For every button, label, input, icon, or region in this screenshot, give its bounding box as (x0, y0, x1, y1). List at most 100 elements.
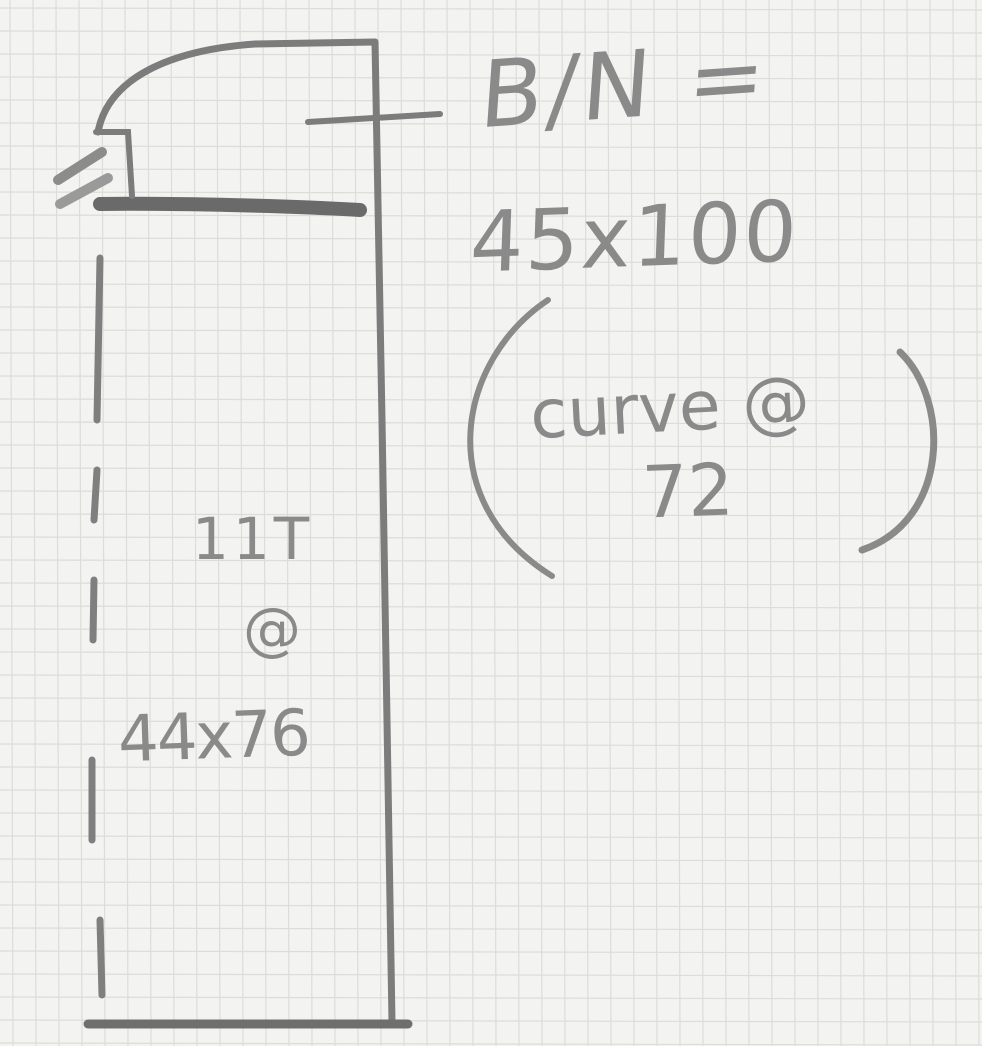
grid-line-vertical (860, 0, 865, 1046)
grid-line-vertical (745, 0, 750, 1046)
grid-line-vertical (929, 0, 934, 1046)
grid-line-horizontal (0, 881, 982, 885)
grid-line-horizontal (0, 835, 982, 839)
grid-line-horizontal (0, 812, 982, 816)
grid-line-vertical (331, 0, 336, 1046)
grid-line-horizontal (0, 789, 982, 793)
grid-line-horizontal (0, 53, 982, 57)
top-curve-edge (94, 38, 379, 136)
leader-line (305, 111, 443, 125)
grid-line-horizontal (0, 329, 982, 333)
grid-line-vertical (446, 0, 451, 1046)
grid-line-vertical (147, 0, 152, 1046)
annotation-dimensions: 45x100 (468, 182, 801, 292)
grid-line-horizontal (0, 605, 982, 609)
grid-line-horizontal (0, 1042, 982, 1046)
grid-line-horizontal (0, 674, 982, 678)
grid-line-vertical (170, 0, 175, 1046)
grid-line-horizontal (0, 950, 982, 954)
grid-line-vertical (469, 0, 474, 1046)
grid-line-vertical (538, 0, 543, 1046)
grid-line-vertical (768, 0, 773, 1046)
annotation-curve-value: 72 (640, 447, 736, 535)
grid-line-horizontal (0, 7, 982, 11)
grid-line-vertical (837, 0, 842, 1046)
grid-line-horizontal (0, 490, 982, 494)
grid-line-vertical (423, 0, 428, 1046)
grid-line-horizontal (0, 260, 982, 264)
grid-line-horizontal (0, 444, 982, 448)
grid-line-vertical (101, 0, 106, 1046)
grid-line-horizontal (0, 191, 982, 195)
grid-line-horizontal (0, 145, 982, 149)
grid-line-horizontal (0, 766, 982, 770)
grid-line-vertical (216, 0, 221, 1046)
grid-line-vertical (9, 0, 14, 1046)
grid-line-vertical (400, 0, 405, 1046)
close-paren (858, 348, 938, 554)
grid-line-horizontal (0, 904, 982, 908)
grid-line-vertical (607, 0, 612, 1046)
grid-line-vertical (285, 0, 290, 1046)
grid-line-vertical (124, 0, 129, 1046)
grid-line-vertical (676, 0, 681, 1046)
annotation-curve: curve @ (528, 361, 812, 456)
grid-line-horizontal (0, 306, 982, 310)
grid-line-vertical (561, 0, 566, 1046)
left-notch (93, 129, 135, 199)
grid-line-vertical (262, 0, 267, 1046)
panel-label-size: 11T (192, 505, 314, 573)
grid-line-vertical (653, 0, 658, 1046)
hatch-mark-2 (55, 173, 113, 209)
grid-line-vertical (883, 0, 888, 1046)
grid-line-vertical (952, 0, 957, 1046)
grid-line-horizontal (0, 536, 982, 540)
grid-line-horizontal (0, 720, 982, 724)
grid-line-vertical (32, 0, 37, 1046)
grid-line-horizontal (0, 628, 982, 632)
grid-line-vertical (814, 0, 819, 1046)
grid-line-vertical (630, 0, 635, 1046)
grid-line-horizontal (0, 582, 982, 586)
grid-line-horizontal (0, 559, 982, 563)
grid-line-horizontal (0, 283, 982, 287)
grid-line-horizontal (0, 651, 982, 655)
grid-line-vertical (584, 0, 589, 1046)
grid-line-horizontal (0, 122, 982, 126)
grid-line-horizontal (0, 237, 982, 241)
grid-line-horizontal (0, 214, 982, 218)
grid-line-vertical (55, 0, 60, 1046)
grid-line-horizontal (0, 927, 982, 931)
grid-line-horizontal (0, 996, 982, 1000)
grid-line-horizontal (0, 352, 982, 356)
grid-line-vertical (791, 0, 796, 1046)
divider-line (93, 196, 367, 217)
grid-line-horizontal (0, 76, 982, 80)
panel-label-dimensions: 44x76 (116, 696, 310, 778)
grid-line-vertical (193, 0, 198, 1046)
grid-line-horizontal (0, 168, 982, 172)
grid-line-vertical (354, 0, 359, 1046)
grid-line-horizontal (0, 743, 982, 747)
grid-line-horizontal (0, 398, 982, 402)
grid-line-vertical (722, 0, 727, 1046)
grid-line-vertical (699, 0, 704, 1046)
dashed-left-edge (88, 254, 106, 999)
grid-line-horizontal (0, 467, 982, 471)
panel-label-at: @ (243, 595, 301, 663)
annotation-bn: B/N = (476, 21, 773, 150)
grid-line-vertical (515, 0, 520, 1046)
grid-line-horizontal (0, 421, 982, 425)
grid-line-horizontal (0, 99, 982, 103)
right-edge (371, 38, 396, 1026)
grid-line-horizontal (0, 30, 982, 34)
grid-line-horizontal (0, 858, 982, 862)
hatch-mark-1 (53, 147, 107, 185)
grid-line-horizontal (0, 973, 982, 977)
grid-line-vertical (78, 0, 83, 1046)
grid-line-vertical (308, 0, 313, 1046)
open-paren (467, 297, 555, 579)
